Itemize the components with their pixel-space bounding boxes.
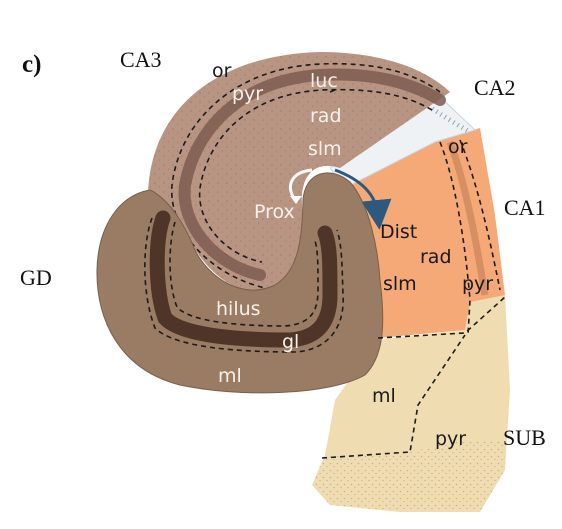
gd-ml-label: ml [218, 365, 242, 387]
prox-label: Prox [254, 201, 295, 223]
panel-letter: c) [22, 51, 41, 78]
sub-label: SUB [503, 425, 546, 450]
hilus-label: hilus [216, 298, 261, 320]
ca3-pyr-label: pyr [232, 83, 263, 105]
sub-pyr-label: pyr [435, 428, 466, 450]
dist-label: Dist [380, 221, 417, 243]
ca1-label: CA1 [504, 195, 546, 220]
gd-label: GD [20, 265, 52, 290]
ca3-rad-label: rad [310, 105, 342, 127]
gl-label: gl [282, 331, 299, 353]
ca3-or-label: or [212, 60, 232, 82]
ca3-label: CA3 [120, 47, 162, 72]
ca2-label: CA2 [474, 75, 516, 100]
ca3-slm-label: slm [308, 138, 342, 160]
sub-ml-label: ml [372, 385, 396, 407]
ca1-slm-label: slm [383, 273, 417, 295]
ca1-or-label: or [448, 136, 468, 158]
luc-label: luc [310, 70, 338, 92]
ca1-pyr-label: pyr [462, 273, 493, 295]
ca1-rad-label: rad [420, 246, 452, 268]
